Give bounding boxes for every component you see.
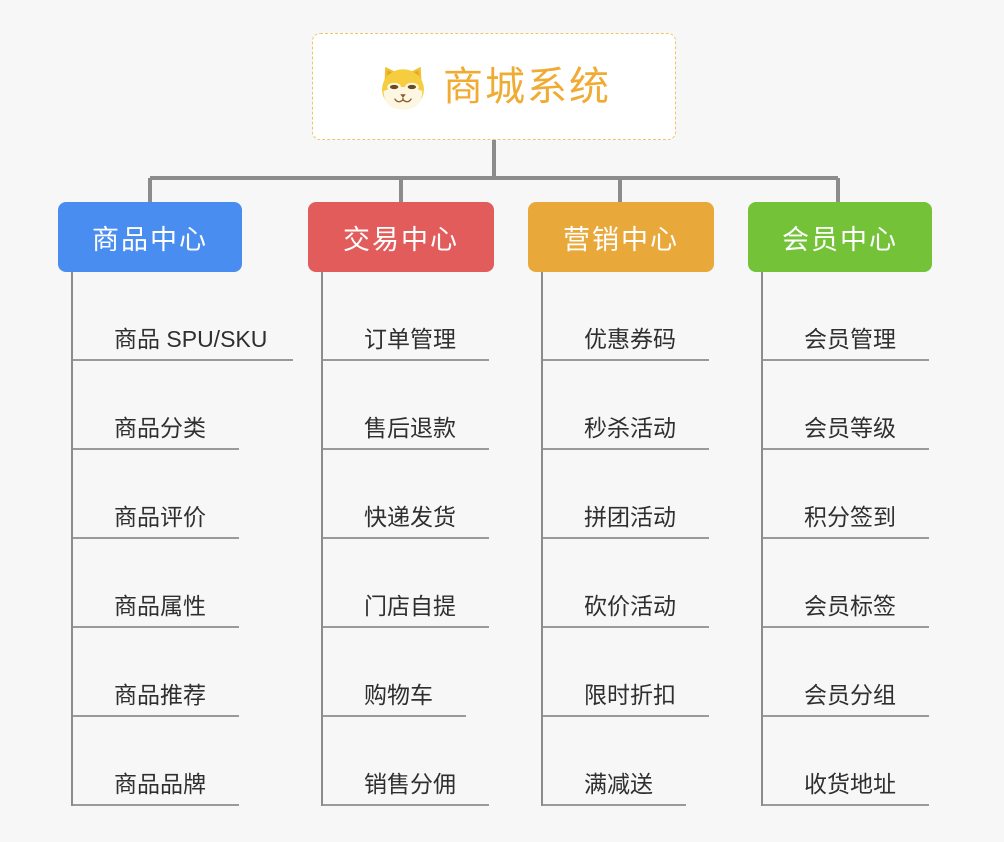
list-item-label: 订单管理 (364, 326, 456, 352)
category-column-trade: 交易中心 订单管理 售后退款 快递发货 门店自提 (308, 202, 528, 806)
list-item[interactable]: 限时折扣 (543, 628, 748, 717)
root-title: 商城系统 (443, 64, 611, 109)
item-underline (763, 715, 929, 717)
list-item[interactable]: 门店自提 (323, 539, 528, 628)
list-item-label: 商品 SPU/SKU (114, 326, 268, 352)
item-underline (73, 448, 239, 450)
category-column-marketing: 营销中心 优惠券码 秒杀活动 拼团活动 砍价活动 (528, 202, 748, 806)
item-underline (323, 804, 489, 806)
category-header-label: 会员中心 (782, 224, 898, 255)
category-column-product: 商品中心 商品 SPU/SKU 商品分类 商品评价 商品属性 (58, 202, 293, 806)
item-underline (543, 626, 709, 628)
list-item[interactable]: 商品品牌 (73, 717, 278, 806)
list-item[interactable]: 拼团活动 (543, 450, 748, 539)
item-underline (543, 804, 686, 806)
list-item-label: 优惠券码 (584, 326, 676, 352)
item-underline (763, 804, 929, 806)
list-item[interactable]: 商品评价 (73, 450, 278, 539)
category-header-label: 营销中心 (563, 224, 679, 255)
list-item-label: 会员管理 (804, 326, 896, 352)
list-item[interactable]: 收货地址 (763, 717, 968, 806)
category-column-member: 会员中心 会员管理 会员等级 积分签到 会员标签 (748, 202, 968, 806)
list-item-label: 收货地址 (804, 771, 896, 797)
item-underline (73, 359, 293, 361)
item-underline (323, 448, 489, 450)
item-underline (763, 537, 929, 539)
list-item-label: 商品品牌 (114, 771, 206, 797)
list-item[interactable]: 秒杀活动 (543, 361, 748, 450)
category-item-list: 会员管理 会员等级 积分签到 会员标签 会员分组 (761, 272, 968, 806)
item-underline (73, 626, 239, 628)
list-item-label: 商品属性 (114, 593, 206, 619)
list-item[interactable]: 满减送 (543, 717, 748, 806)
list-item-label: 砍价活动 (584, 593, 676, 619)
list-item-label: 满减送 (584, 771, 653, 797)
category-header-label: 商品中心 (92, 224, 208, 255)
list-item[interactable]: 商品推荐 (73, 628, 278, 717)
list-item-label: 拼团活动 (584, 504, 676, 530)
category-header-trade[interactable]: 交易中心 (308, 202, 494, 272)
list-item[interactable]: 快递发货 (323, 450, 528, 539)
item-underline (323, 626, 489, 628)
list-item[interactable]: 优惠券码 (543, 272, 748, 361)
item-underline (73, 715, 239, 717)
list-item[interactable]: 商品属性 (73, 539, 278, 628)
category-item-list: 商品 SPU/SKU 商品分类 商品评价 商品属性 商品推荐 (71, 272, 293, 806)
list-item[interactable]: 砍价活动 (543, 539, 748, 628)
list-item[interactable]: 商品 SPU/SKU (73, 272, 293, 361)
category-header-product[interactable]: 商品中心 (58, 202, 242, 272)
list-item-label: 商品分类 (114, 415, 206, 441)
category-header-member[interactable]: 会员中心 (748, 202, 932, 272)
item-underline (543, 448, 709, 450)
list-item-label: 门店自提 (364, 593, 456, 619)
list-item-label: 销售分佣 (364, 771, 456, 797)
list-item[interactable]: 商品分类 (73, 361, 278, 450)
category-header-label: 交易中心 (343, 224, 459, 255)
item-underline (323, 359, 489, 361)
list-item[interactable]: 积分签到 (763, 450, 968, 539)
list-item[interactable]: 会员等级 (763, 361, 968, 450)
item-underline (323, 715, 466, 717)
item-underline (543, 359, 709, 361)
list-item-label: 购物车 (364, 682, 433, 708)
list-item-label: 会员标签 (804, 593, 896, 619)
category-item-list: 订单管理 售后退款 快递发货 门店自提 购物车 (321, 272, 528, 806)
list-item-label: 快递发货 (364, 504, 456, 530)
list-item-label: 限时折扣 (584, 682, 676, 708)
item-underline (763, 626, 929, 628)
item-underline (323, 537, 489, 539)
list-item[interactable]: 销售分佣 (323, 717, 528, 806)
list-item-label: 会员等级 (804, 415, 896, 441)
list-item-label: 会员分组 (804, 682, 896, 708)
item-underline (73, 537, 239, 539)
item-underline (763, 359, 929, 361)
root-node[interactable]: 商城系统 (312, 33, 676, 140)
category-columns: 商品中心 商品 SPU/SKU 商品分类 商品评价 商品属性 (0, 202, 1004, 842)
list-item-label: 积分签到 (804, 504, 896, 530)
item-underline (543, 715, 709, 717)
category-header-marketing[interactable]: 营销中心 (528, 202, 714, 272)
list-item[interactable]: 会员管理 (763, 272, 968, 361)
list-item[interactable]: 订单管理 (323, 272, 528, 361)
list-item[interactable]: 售后退款 (323, 361, 528, 450)
list-item[interactable]: 购物车 (323, 628, 528, 717)
item-underline (73, 804, 239, 806)
list-item-label: 商品推荐 (114, 682, 206, 708)
shiba-dog-face-icon (382, 66, 424, 110)
list-item[interactable]: 会员分组 (763, 628, 968, 717)
category-item-list: 优惠券码 秒杀活动 拼团活动 砍价活动 限时折扣 (541, 272, 748, 806)
list-item[interactable]: 会员标签 (763, 539, 968, 628)
list-item-label: 售后退款 (364, 415, 456, 441)
list-item-label: 秒杀活动 (584, 415, 676, 441)
item-underline (543, 537, 709, 539)
list-item-label: 商品评价 (114, 504, 206, 530)
item-underline (763, 448, 929, 450)
